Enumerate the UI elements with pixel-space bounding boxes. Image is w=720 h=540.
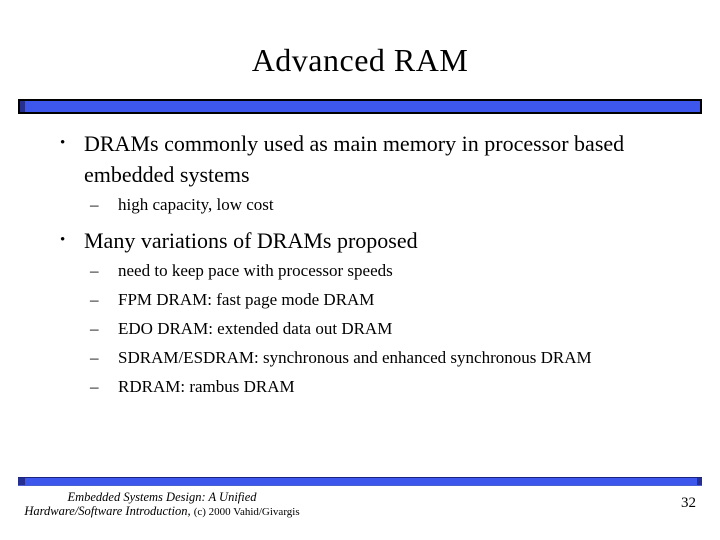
sub-bullet-item: – high capacity, low cost (60, 190, 704, 219)
footer-citation-copyright: (c) 2000 Vahid/Givargis (193, 506, 300, 518)
dash-icon: – (90, 290, 99, 309)
header-rule-bar (18, 99, 702, 114)
footer-citation: Embedded Systems Design: A Unified Hardw… (12, 490, 312, 519)
sub-bullet-item: – EDO DRAM: extended data out DRAM (60, 314, 704, 343)
dash-icon: – (90, 195, 99, 214)
sub-bullet-text: RDRAM: rambus DRAM (118, 377, 295, 396)
dash-icon: – (90, 261, 99, 280)
dash-icon: – (90, 348, 99, 367)
footer-rule-bar-accent-left (18, 478, 25, 485)
footer-citation-line1: Embedded Systems Design: A Unified (67, 490, 257, 504)
bullet-icon: • (60, 232, 66, 248)
sub-bullet-item: – RDRAM: rambus DRAM (60, 372, 704, 401)
dash-icon: – (90, 319, 99, 338)
bullet-item: • DRAMs commonly used as main memory in … (60, 128, 704, 190)
footer-citation-line2: Hardware/Software Introduction, (c) 2000… (12, 504, 312, 519)
header-rule-bar-accent (20, 101, 25, 112)
bullet-icon: • (60, 135, 66, 151)
sub-bullet-item: – need to keep pace with processor speed… (60, 256, 704, 285)
sub-bullet-item: – SDRAM/ESDRAM: synchronous and enhanced… (60, 343, 704, 372)
sub-bullet-text: FPM DRAM: fast page mode DRAM (118, 290, 375, 309)
footer-rule-bar (18, 477, 702, 486)
sub-bullet-item: – FPM DRAM: fast page mode DRAM (60, 285, 704, 314)
dash-icon: – (90, 377, 99, 396)
footer-rule-bar-accent-right (697, 478, 702, 485)
sub-bullet-text: need to keep pace with processor speeds (118, 261, 393, 280)
footer-citation-line2-title: Hardware/Software Introduction, (24, 504, 191, 518)
sub-bullet-text: EDO DRAM: extended data out DRAM (118, 319, 393, 338)
bullet-text: DRAMs commonly used as main memory in pr… (84, 131, 625, 187)
slide-body: • DRAMs commonly used as main memory in … (60, 128, 704, 401)
bullet-text: Many variations of DRAMs proposed (84, 228, 418, 253)
sub-bullet-text: SDRAM/ESDRAM: synchronous and enhanced s… (118, 348, 592, 367)
bullet-item: • Many variations of DRAMs proposed (60, 225, 704, 256)
slide-title: Advanced RAM (251, 42, 469, 78)
sub-bullet-text: high capacity, low cost (118, 195, 274, 214)
page-number: 32 (681, 495, 696, 511)
